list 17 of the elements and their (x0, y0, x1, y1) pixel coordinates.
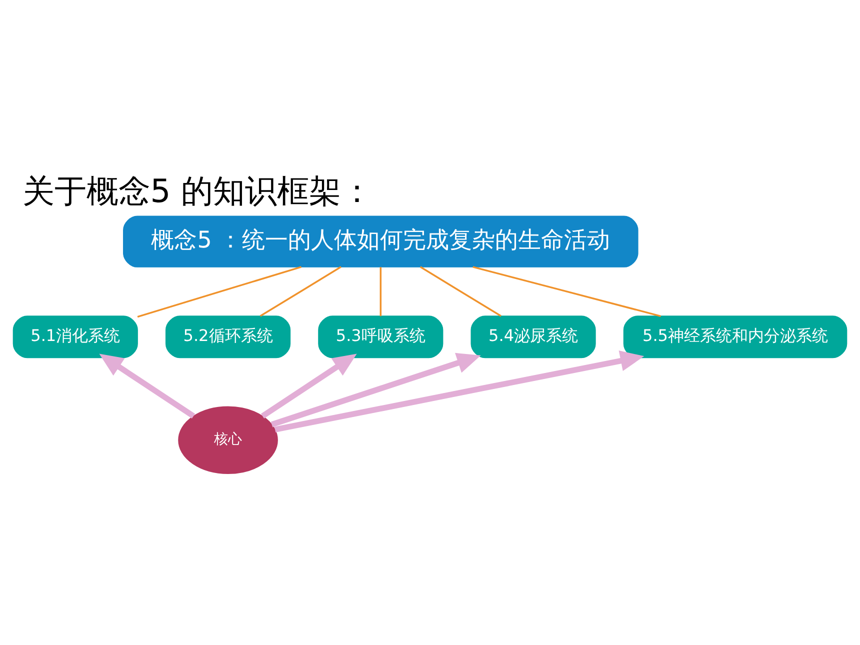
connector (260, 266, 342, 317)
connector (420, 266, 502, 317)
node-ellipse: 核心 (178, 406, 278, 474)
arrow (270, 352, 481, 428)
node-box: 5.4泌尿系统 (470, 316, 596, 358)
node-box: 5.3呼吸系统 (318, 316, 444, 358)
node-box: 概念5 ：统一的人体如何完成复杂的生命活动 (123, 216, 638, 268)
connector (472, 266, 661, 317)
connector (137, 266, 302, 318)
node-box: 5.2循环系统 (165, 316, 291, 358)
node-box: 5.5神经系统和内分泌系统 (623, 316, 848, 358)
diagram-title: 关于概念5 的知识框架： (22, 172, 373, 210)
arrow (260, 354, 357, 419)
arrow (99, 354, 196, 419)
connector (380, 267, 382, 316)
arrow (274, 350, 644, 432)
node-box: 5.1消化系统 (12, 316, 138, 358)
